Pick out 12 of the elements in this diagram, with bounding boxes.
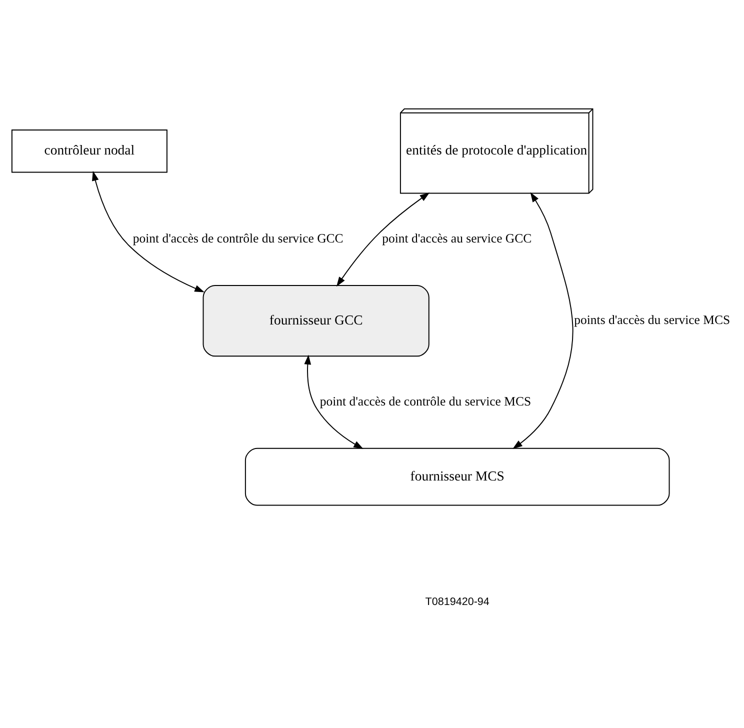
arrow [512, 192, 574, 449]
edge-label: point d'accès de contrôle du service GCC [132, 231, 344, 246]
arrow [92, 170, 204, 292]
node-box: fournisseur MCS [244, 447, 670, 506]
node-box: contrôleur nodal [11, 129, 168, 172]
arrow [336, 192, 430, 286]
edge-label: point d'accès de contrôle du service MCS [320, 394, 532, 408]
label: T0819420-94 [425, 596, 490, 608]
arrow [304, 354, 364, 449]
edge-label: point d'accès au service GCC [382, 231, 532, 246]
edge-label: points d'accès du service MCS [574, 312, 730, 327]
node-box: fournisseur GCC [202, 284, 430, 356]
